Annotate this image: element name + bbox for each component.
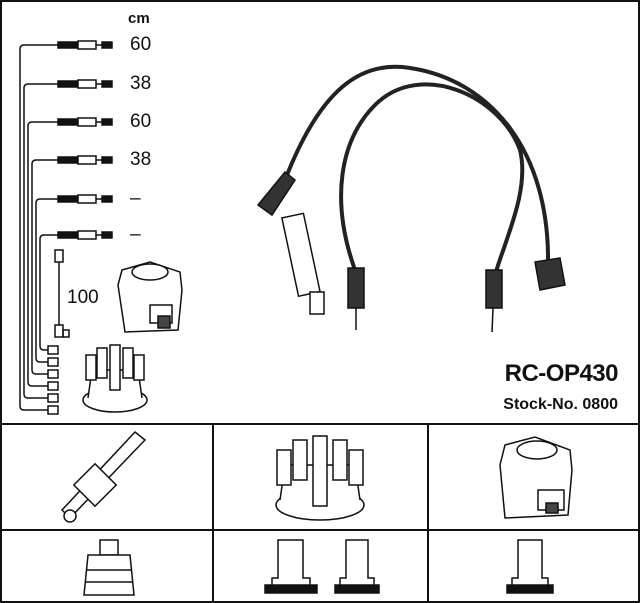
wire-line: [19, 44, 58, 411]
spark-plug-icon: [60, 430, 147, 523]
wire-line: [31, 159, 58, 375]
coil-lead-icon: [54, 249, 70, 338]
wire-length-label: 38: [130, 149, 152, 170]
wire-line: [27, 121, 58, 387]
part-number: RC-OP430: [504, 360, 619, 387]
wire-length-label: 38: [130, 73, 152, 94]
distributor-cap-icon: [82, 344, 148, 413]
wire-connector-icon: [47, 230, 113, 355]
coil-lead-length: 100: [67, 287, 99, 308]
wire-length-label: 60: [130, 111, 152, 132]
wire-length-label: –: [130, 224, 141, 245]
wire-line: [39, 234, 58, 351]
spark-plug-boot-tube: [281, 212, 494, 333]
wire-connector-icon: [47, 194, 113, 367]
stock-number: Stock-No. 0800: [503, 396, 618, 413]
ignition-cables: [283, 64, 551, 276]
distributor-cap-large-icon: [275, 435, 365, 521]
ignition-coil-large-icon: [499, 436, 573, 519]
wire-length-label: –: [130, 188, 141, 209]
wire-set-schematic: [19, 40, 113, 415]
connector-profile-icons: [264, 539, 554, 594]
unit-label: cm: [128, 10, 150, 27]
wire-connector-icon: [47, 117, 113, 391]
wire-connector-icon: [47, 79, 113, 403]
wire-connector-icon: [47, 40, 113, 415]
straight-boot-icon: [83, 539, 135, 596]
ignition-coil-icon: [117, 261, 183, 333]
wire-length-label: 60: [130, 34, 152, 55]
wire-line: [35, 198, 58, 363]
wire-line: [23, 83, 58, 399]
wire-connector-icon: [47, 155, 113, 379]
